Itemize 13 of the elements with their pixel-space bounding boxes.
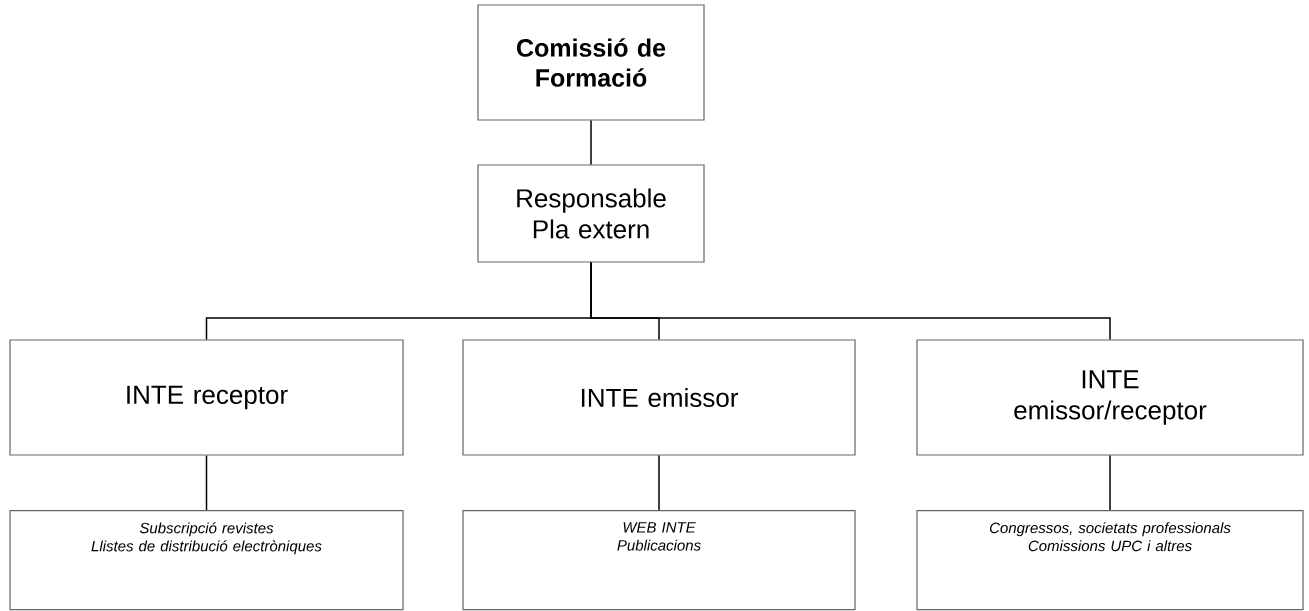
- activity-box: Congressos, societats professionals Comissions UPC i altres: [916, 510, 1304, 611]
- activity-box: Subscripció revistes Llistes de distribució electròniques: [9, 510, 404, 611]
- committee-box: Comissió de Formació: [477, 4, 705, 121]
- unit-box: Responsable Pla extern: [477, 164, 705, 263]
- connector-line: [205, 454, 208, 511]
- connector-line: [1109, 454, 1111, 511]
- unit-box: INTE receptor: [9, 339, 404, 456]
- connector-line: [658, 454, 660, 511]
- unit-box: INTE emissor/receptor: [916, 339, 1304, 456]
- unit-box: INTE emissor: [462, 339, 856, 456]
- connector-line: [590, 119, 592, 166]
- activity-box: WEB INTE Publicacions: [462, 510, 856, 611]
- connector-line: [590, 261, 1111, 341]
